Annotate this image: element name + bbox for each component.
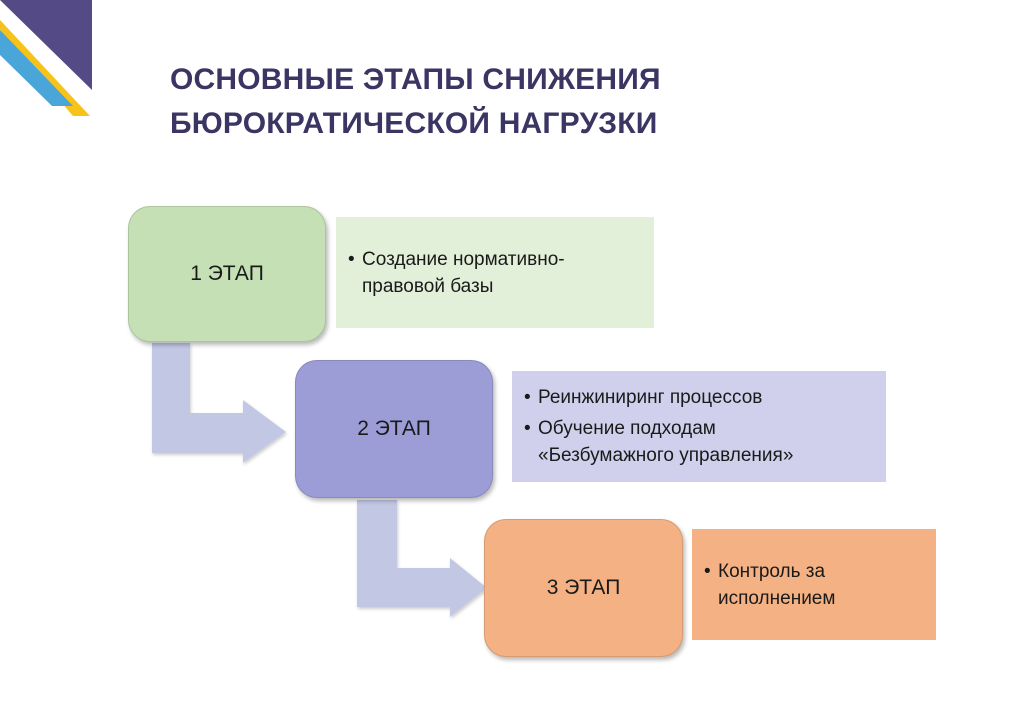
stage-2-description: • Реинжиниринг процессов • Обучение подх… xyxy=(512,371,886,482)
corner-stripes-icon xyxy=(0,0,92,116)
title-line-2: БЮРОКРАТИЧЕСКОЙ НАГРУЗКИ xyxy=(170,107,658,140)
stage-3-item: • Контроль за исполнением xyxy=(704,558,936,612)
bullet: • xyxy=(524,387,531,408)
stage-2-item: • Реинжиниринг процессов xyxy=(524,384,886,411)
stage-1-label: 1 ЭТАП xyxy=(190,262,264,285)
stage-2-item: • Обучение подходам «Безбумажного управл… xyxy=(524,415,886,469)
stage-1-description: • Создание нормативно- правовой базы xyxy=(336,217,654,328)
stage-2-label: 2 ЭТАП xyxy=(357,417,431,440)
stage-1-item: • Создание нормативно- правовой базы xyxy=(348,246,654,300)
bullet: • xyxy=(704,560,711,582)
bullet: • xyxy=(348,248,355,270)
stage-3-box: 3 ЭТАП xyxy=(484,519,683,657)
bullet: • xyxy=(524,418,531,439)
stage-3-description: • Контроль за исполнением xyxy=(692,529,936,640)
stage-1-box: 1 ЭТАП xyxy=(128,206,326,342)
stage-2-box: 2 ЭТАП xyxy=(295,360,493,498)
page-title: ОСНОВНЫЕ ЭТАПЫ СНИЖЕНИЯ БЮРОКРАТИЧЕСКОЙ … xyxy=(170,58,870,146)
title-line-1: ОСНОВНЫЕ ЭТАПЫ СНИЖЕНИЯ xyxy=(170,63,661,96)
stage-3-label: 3 ЭТАП xyxy=(546,576,621,599)
